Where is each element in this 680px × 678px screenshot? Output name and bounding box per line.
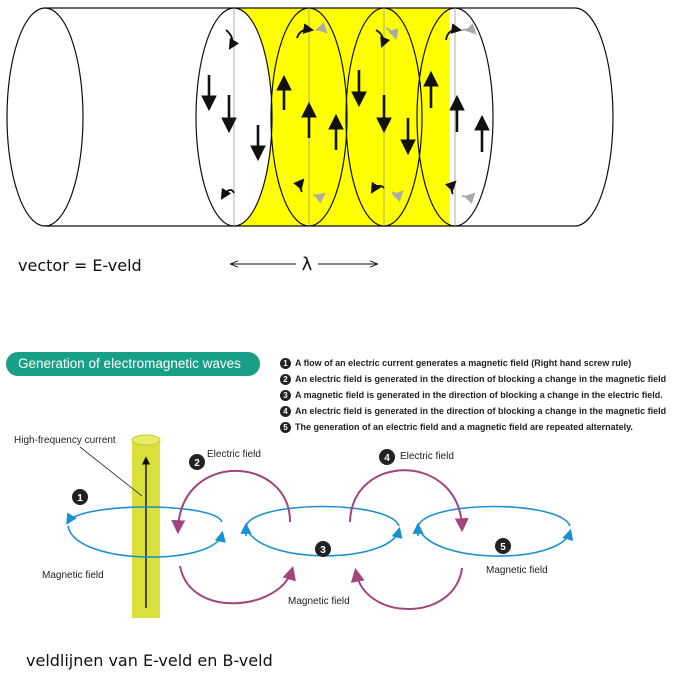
conductor-rod [131, 434, 161, 618]
electric-field-label-1: Electric field [207, 449, 261, 460]
step-text: An electric field is generated in the di… [295, 374, 667, 384]
magnetic-field-label-2: Magnetic field [486, 565, 548, 576]
step-item: 3 A magnetic field is generated in the di… [280, 387, 678, 403]
step-number: 3 [280, 389, 291, 401]
e-field-vectors [201, 22, 490, 204]
step-number: 2 [280, 373, 291, 385]
cylinder-left-end [6, 7, 84, 227]
banner-title: Generation of electromagnetic waves [6, 352, 260, 376]
step-text: The generation of an electric field and … [295, 422, 633, 432]
electric-arcs [171, 469, 469, 610]
wavelength-symbol: λ [302, 254, 313, 275]
electric-field-label-2: Electric field [400, 451, 454, 462]
wavelength-indicator: λ [231, 254, 377, 275]
step-list: 1 A flow of an electric current generates… [280, 355, 678, 435]
current-pointer [79, 446, 143, 497]
magnetic-field-label-3: Magnetic field [288, 596, 350, 607]
step-item: 1 A flow of an electric current generates… [280, 355, 678, 371]
waveguide-cylinder [6, 7, 614, 227]
step-markers: 1 2 3 4 5 [72, 449, 511, 557]
svg-text:1: 1 [77, 493, 83, 504]
svg-text:5: 5 [500, 542, 506, 553]
current-label: High-frequency current [14, 435, 116, 446]
bottom-caption: veldlijnen van E-veld en B-veld [26, 651, 273, 670]
svg-text:2: 2 [194, 458, 200, 469]
step-item: 4 An electric field is generated in the d… [280, 403, 678, 419]
step-number: 1 [280, 357, 291, 369]
svg-text:3: 3 [320, 545, 326, 556]
field-labels: High-frequency current Electric field El… [14, 435, 548, 607]
step-text: A flow of an electric current generates … [295, 358, 632, 368]
step-number: 5 [280, 421, 291, 433]
step-item: 2 An electric field is generated in the d… [280, 371, 678, 387]
magnetic-loops [66, 505, 574, 558]
magnetic-field-label-1: Magnetic field [42, 570, 104, 581]
step-item: 5 The generation of an electric field and… [280, 419, 678, 435]
svg-text:4: 4 [384, 453, 390, 464]
step-text: A magnetic field is generated in the dir… [295, 390, 663, 400]
step-text: An electric field is generated in the di… [295, 406, 667, 416]
legend-text: vector = E-veld [18, 256, 142, 275]
step-number: 4 [280, 405, 291, 417]
